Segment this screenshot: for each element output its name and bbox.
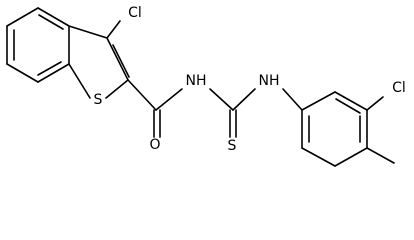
benzothiophene-benzene-ring bbox=[6, 7, 70, 83]
methyl-bond bbox=[366, 147, 395, 164]
atom-s-thiophene: S bbox=[94, 92, 103, 108]
carbonyl-group bbox=[127, 79, 183, 138]
atom-cl-phenyl: Cl bbox=[392, 80, 406, 96]
atom-o-carbonyl: O bbox=[149, 137, 160, 153]
thiophene-ring bbox=[68, 25, 130, 99]
atom-s-thione: S bbox=[228, 138, 237, 154]
molecule-diagram: Cl S O NH NH S Cl bbox=[6, 5, 406, 167]
atom-nh-aryl: NH bbox=[259, 73, 280, 89]
cl-bond bbox=[106, 20, 121, 39]
atom-cl-thiophene: Cl bbox=[128, 5, 142, 21]
thiourea-group bbox=[209, 88, 303, 138]
structure-canvas: Cl S O NH NH S Cl bbox=[6, 5, 406, 167]
phenyl-cl-bond bbox=[366, 96, 384, 111]
atom-nh-amide: NH bbox=[186, 73, 207, 89]
chlorotolyl-phenyl-ring bbox=[301, 91, 368, 167]
